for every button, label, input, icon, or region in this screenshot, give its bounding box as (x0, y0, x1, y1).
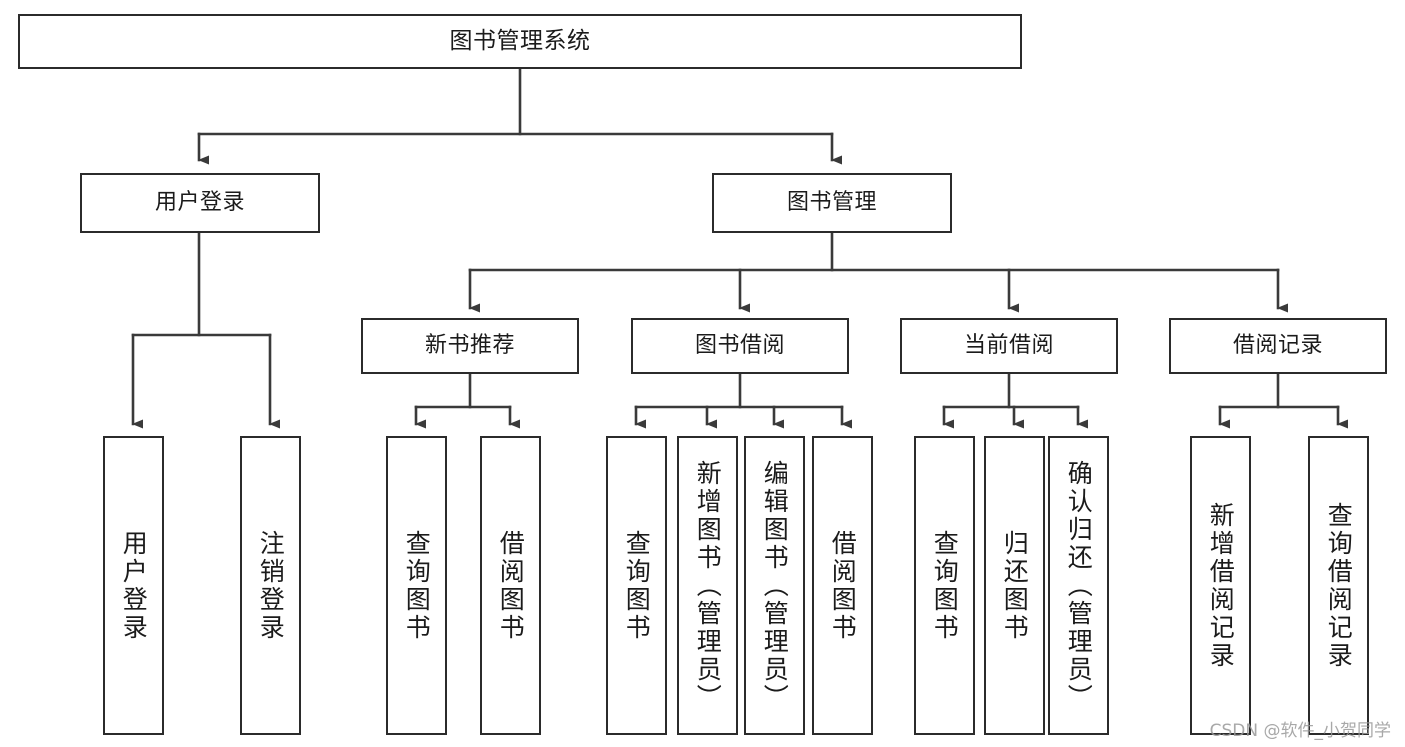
node-leaf-logout-label: 注销登录 (256, 529, 286, 642)
node-leaf-return-book[interactable]: 归还图书 (984, 436, 1045, 735)
node-leaf-confirm-return-admin[interactable]: 确认归还（管理员） (1048, 436, 1109, 735)
node-current-borrow[interactable]: 当前借阅 (900, 318, 1118, 374)
node-borrow-record-label: 借阅记录 (1232, 333, 1323, 359)
node-leaf-recommend-query-book-label: 查询图书 (402, 529, 432, 642)
node-new-book-recommend[interactable]: 新书推荐 (361, 318, 579, 374)
node-leaf-user-login[interactable]: 用户登录 (103, 436, 164, 735)
node-user-login-label: 用户登录 (154, 190, 245, 216)
node-new-book-recommend-label: 新书推荐 (424, 333, 515, 359)
node-leaf-current-query-book-label: 查询图书 (930, 529, 960, 642)
node-leaf-recommend-borrow-book[interactable]: 借阅图书 (480, 436, 541, 735)
node-leaf-current-query-book[interactable]: 查询图书 (914, 436, 975, 735)
node-book-borrow-label: 图书借阅 (694, 333, 785, 359)
node-leaf-borrow-query-book[interactable]: 查询图书 (606, 436, 667, 735)
node-borrow-record[interactable]: 借阅记录 (1169, 318, 1387, 374)
node-leaf-add-borrow-record[interactable]: 新增借阅记录 (1190, 436, 1251, 735)
csdn-watermark: CSDN @软件_小贺同学 (1209, 721, 1391, 741)
node-leaf-borrow-query-book-label: 查询图书 (622, 529, 652, 642)
node-leaf-query-borrow-record[interactable]: 查询借阅记录 (1308, 436, 1369, 735)
node-leaf-add-book-admin-label: 新增图书（管理员） (693, 459, 723, 712)
node-leaf-add-borrow-record-label: 新增借阅记录 (1206, 501, 1236, 670)
node-leaf-user-login-label: 用户登录 (119, 529, 149, 642)
node-leaf-borrow-book-label: 借阅图书 (828, 529, 858, 642)
node-leaf-edit-book-admin-label: 编辑图书（管理员） (760, 459, 790, 712)
node-leaf-add-book-admin[interactable]: 新增图书（管理员） (677, 436, 738, 735)
node-current-borrow-label: 当前借阅 (963, 333, 1054, 359)
node-leaf-recommend-query-book[interactable]: 查询图书 (386, 436, 447, 735)
node-leaf-borrow-book[interactable]: 借阅图书 (812, 436, 873, 735)
node-book-borrow[interactable]: 图书借阅 (631, 318, 849, 374)
node-root-label: 图书管理系统 (449, 27, 591, 54)
node-leaf-edit-book-admin[interactable]: 编辑图书（管理员） (744, 436, 805, 735)
node-user-login[interactable]: 用户登录 (80, 173, 320, 233)
node-book-management[interactable]: 图书管理 (712, 173, 952, 233)
node-leaf-confirm-return-admin-label: 确认归还（管理员） (1064, 459, 1094, 712)
node-leaf-return-book-label: 归还图书 (1000, 529, 1030, 642)
node-root-book-management-system[interactable]: 图书管理系统 (18, 14, 1022, 69)
node-leaf-query-borrow-record-label: 查询借阅记录 (1324, 501, 1354, 670)
node-leaf-recommend-borrow-book-label: 借阅图书 (496, 529, 526, 642)
node-book-management-label: 图书管理 (786, 190, 877, 216)
node-leaf-logout[interactable]: 注销登录 (240, 436, 301, 735)
